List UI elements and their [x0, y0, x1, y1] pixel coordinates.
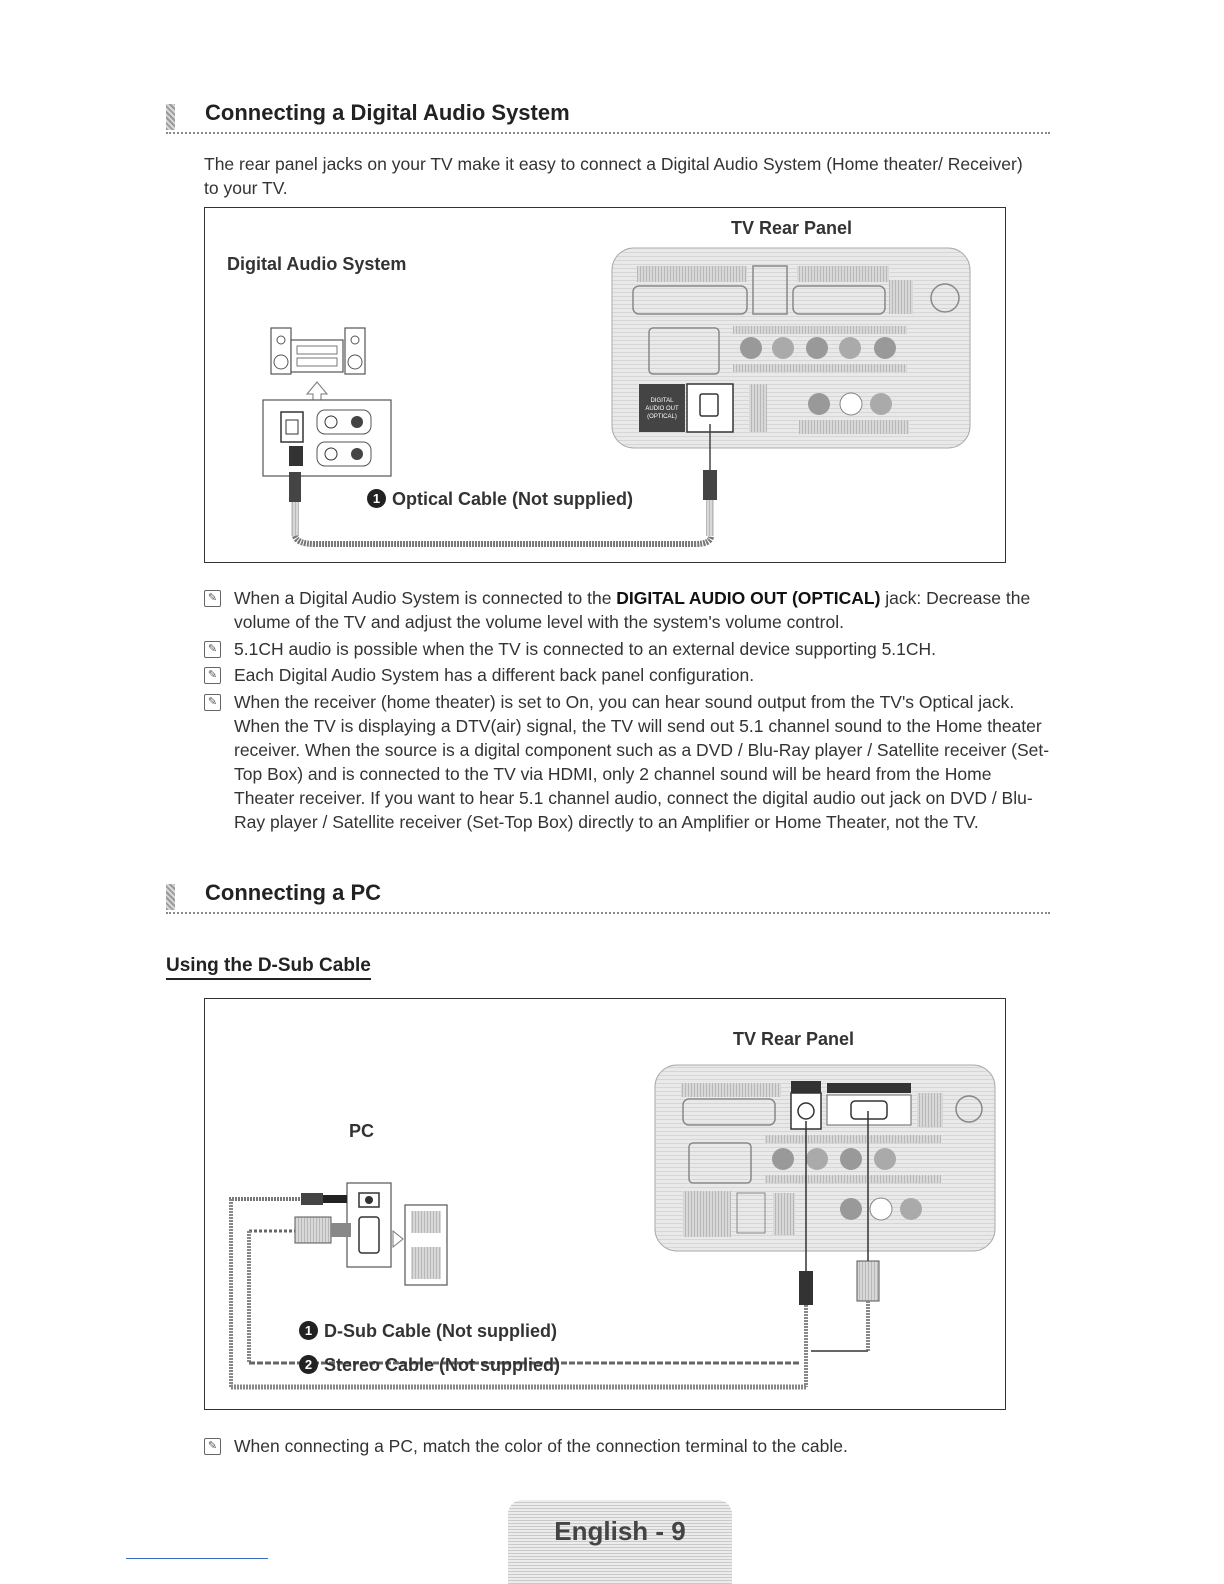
optical-cable-label: 1 Optical Cable (Not supplied) [367, 489, 633, 510]
stereo-connector-icon [229, 1121, 813, 1390]
section-header-digital-audio: Connecting a Digital Audio System [166, 100, 1050, 134]
section-marker-icon [166, 884, 175, 910]
cable-number-badge: 2 [299, 1355, 318, 1374]
device-label: PC [349, 1121, 375, 1141]
device-label: Digital Audio System [227, 254, 407, 274]
optical-cable-text: Optical Cable (Not supplied) [392, 489, 634, 509]
stereo-cable-text: Stereo Cable (Not supplied) [324, 1355, 561, 1375]
cable-number-badge: 1 [299, 1321, 318, 1340]
intro-text: The rear panel jacks on your TV make it … [204, 154, 1023, 198]
footer-rule [126, 1558, 268, 1559]
section-header-pc: Connecting a PC [166, 880, 1050, 914]
tv-rear-panel-label: TV Rear Panel [731, 218, 853, 238]
note-item: ✎ When the receiver (home theater) is se… [204, 690, 1054, 834]
note-text: When connecting a PC, match the color of… [234, 1436, 848, 1456]
tv-rear-panel-icon [654, 1064, 996, 1252]
section-title: Connecting a PC [205, 880, 382, 905]
note-item: ✎ Each Digital Audio System has a differ… [204, 663, 1054, 687]
note-text: Each Digital Audio System has a differen… [234, 665, 755, 685]
dsub-connector-icon [247, 1111, 880, 1365]
tv-rear-panel-label: TV Rear Panel [733, 1029, 855, 1049]
intro-paragraph: The rear panel jacks on your TV make it … [204, 152, 1024, 200]
cable-number-badge: 1 [367, 489, 386, 508]
page-footer-tab: English - 9 [508, 1500, 732, 1584]
digital-audio-diagram: TV Rear Panel Digital Audio System DIG [204, 207, 1006, 563]
note-item: ✎ 5.1CH audio is possible when the TV is… [204, 637, 1054, 661]
section-marker-icon [166, 104, 175, 130]
note-text: When a Digital Audio System is connected… [234, 588, 1031, 632]
svg-text:AUDIO OUT: AUDIO OUT [645, 406, 679, 412]
note-item: ✎ When connecting a PC, match the color … [204, 1434, 1054, 1458]
note-icon: ✎ [204, 590, 221, 607]
speaker-system-icon [262, 327, 392, 477]
optical-connector-icon [289, 424, 717, 547]
subsection-title: Using the D-Sub Cable [166, 955, 371, 980]
dsub-cable-text: D-Sub Cable (Not supplied) [324, 1321, 557, 1341]
dsub-cable-label: 1 D-Sub Cable (Not supplied) [299, 1321, 557, 1342]
note-icon: ✎ [204, 641, 221, 658]
section-title: Connecting a Digital Audio System [205, 100, 570, 125]
pc-connection-diagram: TV Rear Panel PC [204, 998, 1006, 1410]
svg-text:DIGITAL: DIGITAL [651, 398, 675, 404]
note-icon: ✎ [204, 694, 221, 711]
note-item: ✎ When a Digital Audio System is connect… [204, 586, 1054, 634]
note-icon: ✎ [204, 667, 221, 684]
note-text: When the receiver (home theater) is set … [234, 692, 1050, 832]
note-icon: ✎ [204, 1438, 221, 1455]
note-text: 5.1CH audio is possible when the TV is c… [234, 639, 937, 659]
page-number: English - 9 [554, 1516, 686, 1546]
tv-rear-panel-icon: DIGITAL AUDIO OUT (OPTICAL) [611, 247, 971, 449]
svg-text:(OPTICAL): (OPTICAL) [647, 414, 677, 420]
stereo-cable-label: 2 Stereo Cable (Not supplied) [299, 1355, 560, 1376]
